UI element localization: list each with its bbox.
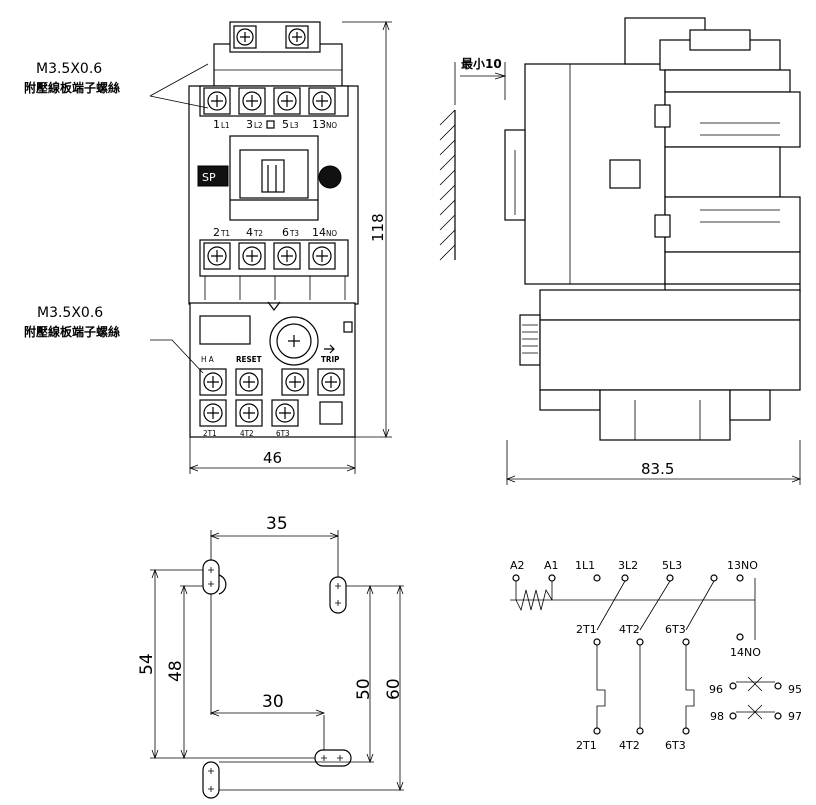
terminal-label-1: 1 xyxy=(213,118,220,131)
terminal-label-5: 5 xyxy=(282,118,289,131)
dim-83-5: 83.5 xyxy=(641,460,674,478)
top-screw xyxy=(285,25,309,49)
thermal-element xyxy=(685,645,695,728)
mounting-slot xyxy=(314,749,352,767)
side-view: 最小10 83.5 xyxy=(439,17,802,485)
mounting-diagram: 35 30 54 48 50 60 xyxy=(137,514,404,799)
svg-text:1L1: 1L1 xyxy=(575,559,595,572)
ha-label: H A xyxy=(201,355,214,364)
top-terminal-row xyxy=(199,85,349,117)
thermal-element xyxy=(596,645,606,728)
aux-contact-nc xyxy=(736,676,775,692)
svg-text:6: 6 xyxy=(282,226,289,239)
svg-text:T1: T1 xyxy=(220,229,230,238)
line-terminal xyxy=(593,574,601,582)
front-view: 1 L1 3 L2 5 L3 13 NO SP 2 T1 4 T2 6 T3 1… xyxy=(24,20,392,474)
dim-46: 46 xyxy=(263,449,282,467)
svg-text:L3: L3 xyxy=(290,121,299,130)
main-contacts xyxy=(596,580,715,631)
svg-text:4: 4 xyxy=(246,226,253,239)
coil-terminal xyxy=(548,574,556,582)
svg-text:4T2: 4T2 xyxy=(619,739,640,752)
terminal-label-3: 3 xyxy=(246,118,253,131)
svg-text:6T3: 6T3 xyxy=(665,739,686,752)
svg-text:NO: NO xyxy=(326,121,337,130)
svg-text:2T1: 2T1 xyxy=(576,623,597,636)
circuit-diagram: A2 A1 1L1 3L2 5L3 13NO 2T1 4T2 6T3 14NO xyxy=(510,559,802,752)
callout-top-desc: 附壓線板端子螺絲 xyxy=(24,80,120,95)
reset-label: RESET xyxy=(236,355,262,364)
svg-text:T2: T2 xyxy=(253,229,263,238)
svg-text:97: 97 xyxy=(788,710,802,723)
svg-text:4T2: 4T2 xyxy=(240,429,254,438)
svg-text:98: 98 xyxy=(710,710,724,723)
callout-top-leader xyxy=(149,63,209,109)
line-terminal xyxy=(621,574,629,582)
mounting-slot xyxy=(329,576,347,614)
coil-label-a2: A2 xyxy=(510,559,525,572)
svg-text:SP: SP xyxy=(202,171,216,184)
line-terminal xyxy=(710,574,718,582)
svg-text:6T3: 6T3 xyxy=(665,623,686,636)
svg-text:4T2: 4T2 xyxy=(619,623,640,636)
coil-label-a1: A1 xyxy=(544,559,559,572)
dim-60: 60 xyxy=(384,678,404,700)
brand-logo xyxy=(318,165,342,189)
trip-label: TRIP xyxy=(321,355,339,364)
dim-30: 30 xyxy=(262,692,284,712)
svg-text:L1: L1 xyxy=(221,121,230,130)
svg-text:14NO: 14NO xyxy=(730,646,761,659)
dim-118: 118 xyxy=(369,213,387,242)
svg-text:2T1: 2T1 xyxy=(576,739,597,752)
callout-bottom-desc: 附壓線板端子螺絲 xyxy=(24,324,120,339)
mounting-slot xyxy=(202,559,227,595)
dim-54: 54 xyxy=(137,653,157,675)
square-marker xyxy=(266,120,275,129)
svg-text:13NO: 13NO xyxy=(727,559,758,572)
svg-text:L2: L2 xyxy=(254,121,263,130)
svg-text:NO: NO xyxy=(326,229,337,238)
terminal-label-13: 13 xyxy=(312,118,326,131)
brand-badge xyxy=(197,165,229,187)
side-body xyxy=(524,63,666,285)
bottom-terminal-row xyxy=(199,239,349,277)
svg-text:5L3: 5L3 xyxy=(662,559,682,572)
aux-terminal xyxy=(736,574,744,582)
line-terminal xyxy=(666,574,674,582)
mounting-slot xyxy=(202,761,220,799)
dim-48: 48 xyxy=(166,660,186,682)
dim-35: 35 xyxy=(266,514,288,534)
svg-text:3L2: 3L2 xyxy=(618,559,638,572)
min-clearance-label: 最小10 xyxy=(461,56,502,71)
svg-text:96: 96 xyxy=(709,683,723,696)
aux-contact-no xyxy=(736,704,775,720)
coil-terminal xyxy=(512,574,520,582)
callout-bottom-leader xyxy=(150,339,204,374)
svg-text:2: 2 xyxy=(213,226,220,239)
callout-bottom-spec: M3.5X0.6 xyxy=(37,305,103,321)
top-screw xyxy=(233,25,257,49)
svg-text:2T1: 2T1 xyxy=(203,429,217,438)
svg-text:6T3: 6T3 xyxy=(276,429,290,438)
dim-50: 50 xyxy=(354,678,374,700)
svg-text:14: 14 xyxy=(312,226,326,239)
svg-text:95: 95 xyxy=(788,683,802,696)
relay-terminal-grid xyxy=(199,368,345,427)
side-relay-top xyxy=(539,289,801,321)
svg-text:T3: T3 xyxy=(289,229,299,238)
callout-top-spec: M3.5X0.6 xyxy=(36,61,102,77)
